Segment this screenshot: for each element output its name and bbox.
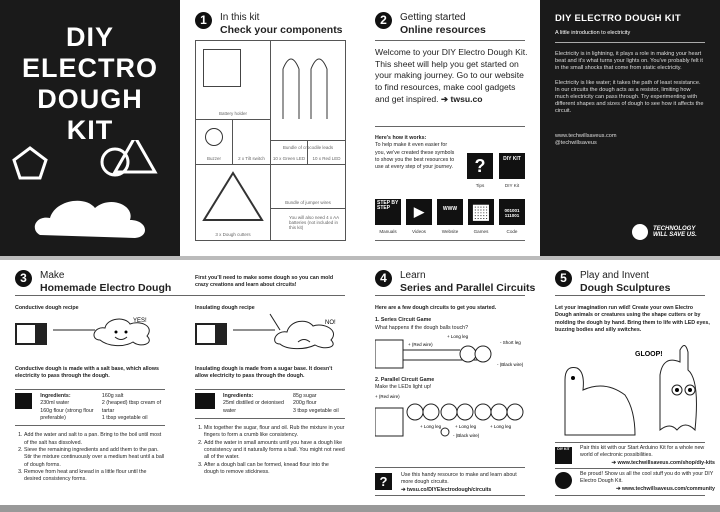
intro-panel: DIY ELECTRO DOUGH KIT A little introduct… <box>540 0 720 256</box>
pair-kit-note: Pair this kit with our Start Arduino Kit… <box>580 445 715 466</box>
red-led-cell: 10 x Red LED <box>307 140 346 165</box>
twsu-link[interactable]: ➔ twsu.co <box>440 93 483 104</box>
circuits-link[interactable]: ➔ twsu.co/DIYElectrodough/circuits <box>401 486 492 493</box>
step-number: 5 <box>555 270 572 287</box>
step-number: 3 <box>15 270 32 287</box>
social-handle[interactable]: @techwillsaveus <box>555 140 597 146</box>
website-icon: WWW <box>437 199 463 225</box>
section-title: Check your components <box>220 24 343 36</box>
community-note: Be proud! Show us all the cool stuff you… <box>580 471 715 492</box>
welcome-text: Welcome to your DIY Electro Dough Kit. T… <box>375 47 528 104</box>
community-icon <box>555 472 572 489</box>
logo-icon <box>632 224 648 240</box>
website-link[interactable]: www.techwillsaveus.com <box>555 133 617 139</box>
svg-text:- Short leg: - Short leg <box>500 340 521 345</box>
svg-text:+ Long leg: + Long leg <box>490 424 512 429</box>
section-title: Homemade Electro Dough <box>40 282 172 294</box>
code-icon: 001001 111001 <box>499 199 525 225</box>
dough-cutters-cell: 3 x Dough cutters <box>195 164 271 241</box>
svg-text:- (Black wire): - (Black wire) <box>497 362 524 367</box>
jumper-wires-cell: Bundle of jumper wires <box>270 164 346 209</box>
diy-kit-icon: DIY KIT <box>555 447 572 464</box>
fold-divider <box>0 256 720 260</box>
cover-panel: DIY ELECTRO DOUGH KIT <box>0 0 180 256</box>
bowl-icon <box>195 393 215 410</box>
section-title: Online resources <box>400 24 486 36</box>
community-link[interactable]: ➔ www.techwillsaveus.com/community <box>615 485 715 492</box>
insulating-recipe: Insulating dough recipe NO! Insulating d… <box>195 305 345 476</box>
parallel-circuit-diagram: + (Red wire) + Long leg + Long leg + Lon… <box>374 394 524 438</box>
games-icon: ▦ <box>468 199 494 225</box>
tilt-switch-cell: 2 x Tilt switch <box>232 119 271 165</box>
dough-sculptures-illustration: GLOOP! <box>564 345 697 436</box>
section-title: Dough Sculptures <box>580 282 671 294</box>
twsu-logo: TECHNOLOGY WILL SAVE US. <box>632 224 703 240</box>
series-circuit-diagram: + (Red wire) + Long leg - Short leg - (B… <box>374 334 524 369</box>
bottom-edge <box>0 505 720 512</box>
videos-icon: ▶ <box>406 199 432 225</box>
no-bubble: NO! <box>325 320 336 326</box>
circuits-resource: Use this handy resource to make and lear… <box>401 472 526 494</box>
circuits-content: Here are a few dough circuits to get you… <box>374 305 530 443</box>
step-number: 2 <box>375 12 392 29</box>
svg-text:- (Black wire): - (Black wire) <box>453 433 480 438</box>
diy-kit-icon: DIY KIT <box>499 153 525 179</box>
buzzer-cell: Buzzer <box>195 119 233 165</box>
manuals-icon: STEP BY STEP <box>375 199 401 225</box>
tips-icon: ? <box>467 153 493 179</box>
insulating-steps: Mix together the sugar, flour and oil. R… <box>195 425 345 476</box>
step-number: 4 <box>375 270 392 287</box>
cover-title: DIY ELECTRO DOUGH KIT <box>21 22 158 145</box>
yes-bubble: YES! <box>133 318 147 324</box>
dough-cutters-illustration <box>12 140 158 238</box>
ingredients-box: Ingredients:25ml distilled or deionised … <box>195 389 345 420</box>
section-title: Series and Parallel Circuits <box>400 282 536 294</box>
battery-holder-cell: Battery holder <box>195 40 271 120</box>
bowl-icon <box>15 393 33 410</box>
conductive-steps: Add the water and salt to a pan. Bring t… <box>15 432 165 483</box>
conductive-recipe: Conductive dough recipe YES! Conductive … <box>15 305 165 483</box>
insulating-dough-illustration: NO! <box>195 314 336 350</box>
svg-text:+ (Red wire): + (Red wire) <box>408 342 433 347</box>
shop-link[interactable]: ➔ www.techwillsaveus.com/shop/diy-kits <box>611 459 715 466</box>
green-led-cell: 10 x Green LED <box>270 140 308 165</box>
svg-text:+ Long leg: + Long leg <box>455 424 477 429</box>
tips-icon: ? <box>375 473 392 490</box>
svg-text:+ Long leg: + Long leg <box>447 334 469 339</box>
gloop-text: GLOOP! <box>635 351 663 358</box>
step-number: 1 <box>195 12 212 29</box>
batteries-note-cell: You will also need 4 x AA batteries (not… <box>270 208 346 241</box>
how-it-works: Here's how it works:To help make it even… <box>375 135 455 171</box>
conductive-dough-illustration: YES! <box>15 318 150 347</box>
svg-text:+ Long leg: + Long leg <box>420 424 442 429</box>
svg-text:+ (Red wire): + (Red wire) <box>375 394 400 399</box>
